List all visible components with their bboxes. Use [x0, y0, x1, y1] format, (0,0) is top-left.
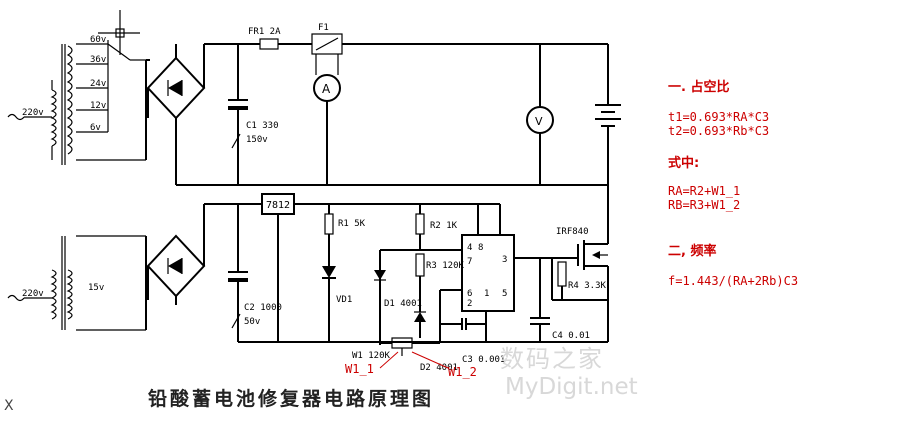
capacitor-c1: [228, 106, 248, 110]
mosfet-irf840: [577, 232, 609, 342]
w1-1-pointer: [379, 351, 399, 369]
led-vd1: [322, 266, 336, 278]
vd1-label: VD1: [336, 295, 352, 305]
ac-input-1-label: 220v: [22, 108, 44, 118]
r3-label: R3 120K: [426, 261, 465, 271]
transformer-1: [7, 10, 146, 165]
ic-pin8: 8: [478, 243, 483, 253]
capacitor-c2: [228, 278, 248, 282]
voltmeter-symbol: V: [535, 115, 543, 128]
tap-24v-label: 24v: [90, 79, 106, 89]
watermark-en: MyDigit.net: [505, 374, 638, 400]
tap-6v-label: 6v: [90, 123, 101, 133]
d2-label: D2 4001: [420, 363, 458, 373]
resistor-r4: [557, 261, 567, 287]
relay-f1-label: F1: [318, 23, 329, 33]
secondary-15v-label: 15v: [88, 283, 104, 293]
ic-pin5: 5: [502, 289, 507, 299]
tap-36v-label: 36v: [90, 55, 106, 65]
corner-mark: X: [4, 398, 14, 414]
regulator-label: 7812: [266, 200, 290, 211]
ic-pin3: 3: [502, 255, 507, 265]
c2-label: C2 1000: [244, 303, 282, 313]
bridge-rectifier-2: [145, 204, 206, 330]
ammeter-symbol: A: [322, 82, 331, 96]
note-frequency: f=1.443/(RA+2Rb)C3: [668, 274, 799, 288]
note-where-heading: 式中:: [668, 156, 700, 171]
resistor-r1: [324, 213, 334, 235]
r2-label: R2 1K: [430, 221, 458, 231]
r1-label: R1 5K: [338, 219, 366, 229]
note-t1: t1=0.693*RA*C3: [668, 110, 770, 124]
mosfet-label: IRF840: [556, 227, 589, 237]
note-t2: t2=0.693*Rb*C3: [668, 124, 770, 138]
tap-60v-label: 60v: [90, 35, 106, 45]
w1-2-pointer: [411, 351, 449, 369]
tap-12v-label: 12v: [90, 101, 106, 111]
fuse-fr1: [259, 38, 279, 50]
w1-2-label: W1_2: [448, 365, 477, 379]
diagram-title: 铅酸蓄电池修复器电路原理图: [148, 388, 435, 410]
c3-label: C3 0.001: [462, 355, 505, 365]
ic-pin1: 1: [484, 289, 489, 299]
c4-label: C4 0.01: [552, 331, 590, 341]
w1-1-label: W1_1: [345, 362, 374, 376]
transformer-2: [7, 235, 146, 331]
watermark-cn: 数码之家: [500, 345, 604, 373]
note-rb: RB=R3+W1_2: [668, 198, 741, 212]
ic-pin7: 7: [467, 257, 472, 267]
r4-label: R4 3.3K: [568, 281, 607, 291]
bridge-rectifier-1: [145, 44, 206, 185]
ac-input-2-label: 220v: [22, 289, 44, 299]
c1-label: C1 330: [246, 121, 279, 131]
c1-voltage-label: 150v: [246, 135, 268, 145]
diode-d2: [414, 312, 426, 322]
resistor-r3: [415, 253, 425, 277]
note-duty-heading: 一. 占空比: [668, 80, 730, 95]
diode-d1: [374, 270, 386, 280]
w1-label: W1 120K: [352, 351, 391, 361]
note-freq-heading: 二, 频率: [668, 244, 717, 259]
d1-label: D1 4001: [384, 299, 422, 309]
resistor-r2: [415, 213, 425, 235]
ic-pin4: 4: [467, 243, 472, 253]
note-ra: RA=R2+W1_1: [668, 184, 741, 198]
ic-pin2: 2: [467, 299, 472, 309]
ic-pin6: 6: [467, 289, 472, 299]
fuse-fr1-label: FR1 2A: [248, 27, 281, 37]
c2-voltage-label: 50v: [244, 317, 260, 327]
ic-555: [461, 234, 515, 312]
